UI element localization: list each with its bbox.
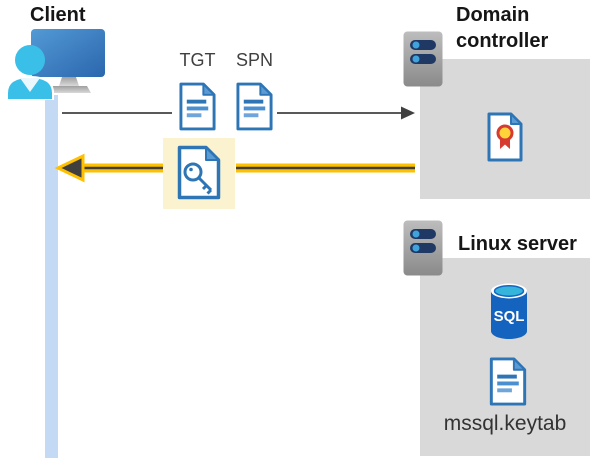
- client-icon: [3, 27, 108, 100]
- key-document-icon: [176, 144, 222, 201]
- keytab-document-icon: [488, 356, 528, 407]
- person-head: [15, 45, 45, 75]
- client-title: Client: [30, 4, 86, 26]
- sql-database-icon: SQL: [487, 281, 531, 341]
- domain-controller-title: Domain controller: [456, 4, 549, 52]
- monitor-shape: [31, 29, 105, 77]
- certificate-icon: [486, 111, 524, 163]
- keytab-filename: mssql.keytab: [443, 412, 567, 435]
- response-arrow: [50, 148, 420, 188]
- request-arrow: [55, 103, 420, 123]
- client-lifeline: [45, 95, 58, 458]
- linux-server-title: Linux server: [458, 233, 577, 255]
- spn-document-icon: [235, 81, 274, 132]
- linux-server-icon: [402, 219, 444, 277]
- tgt-label: TGT: [179, 50, 216, 70]
- domain-controller-server-icon: [402, 30, 444, 88]
- spn-label: SPN: [235, 50, 273, 70]
- request-arrowhead: [401, 106, 415, 120]
- tgt-document-icon: [178, 81, 217, 132]
- response-arrowhead: [54, 153, 85, 183]
- sql-icon-label: SQL: [494, 308, 525, 325]
